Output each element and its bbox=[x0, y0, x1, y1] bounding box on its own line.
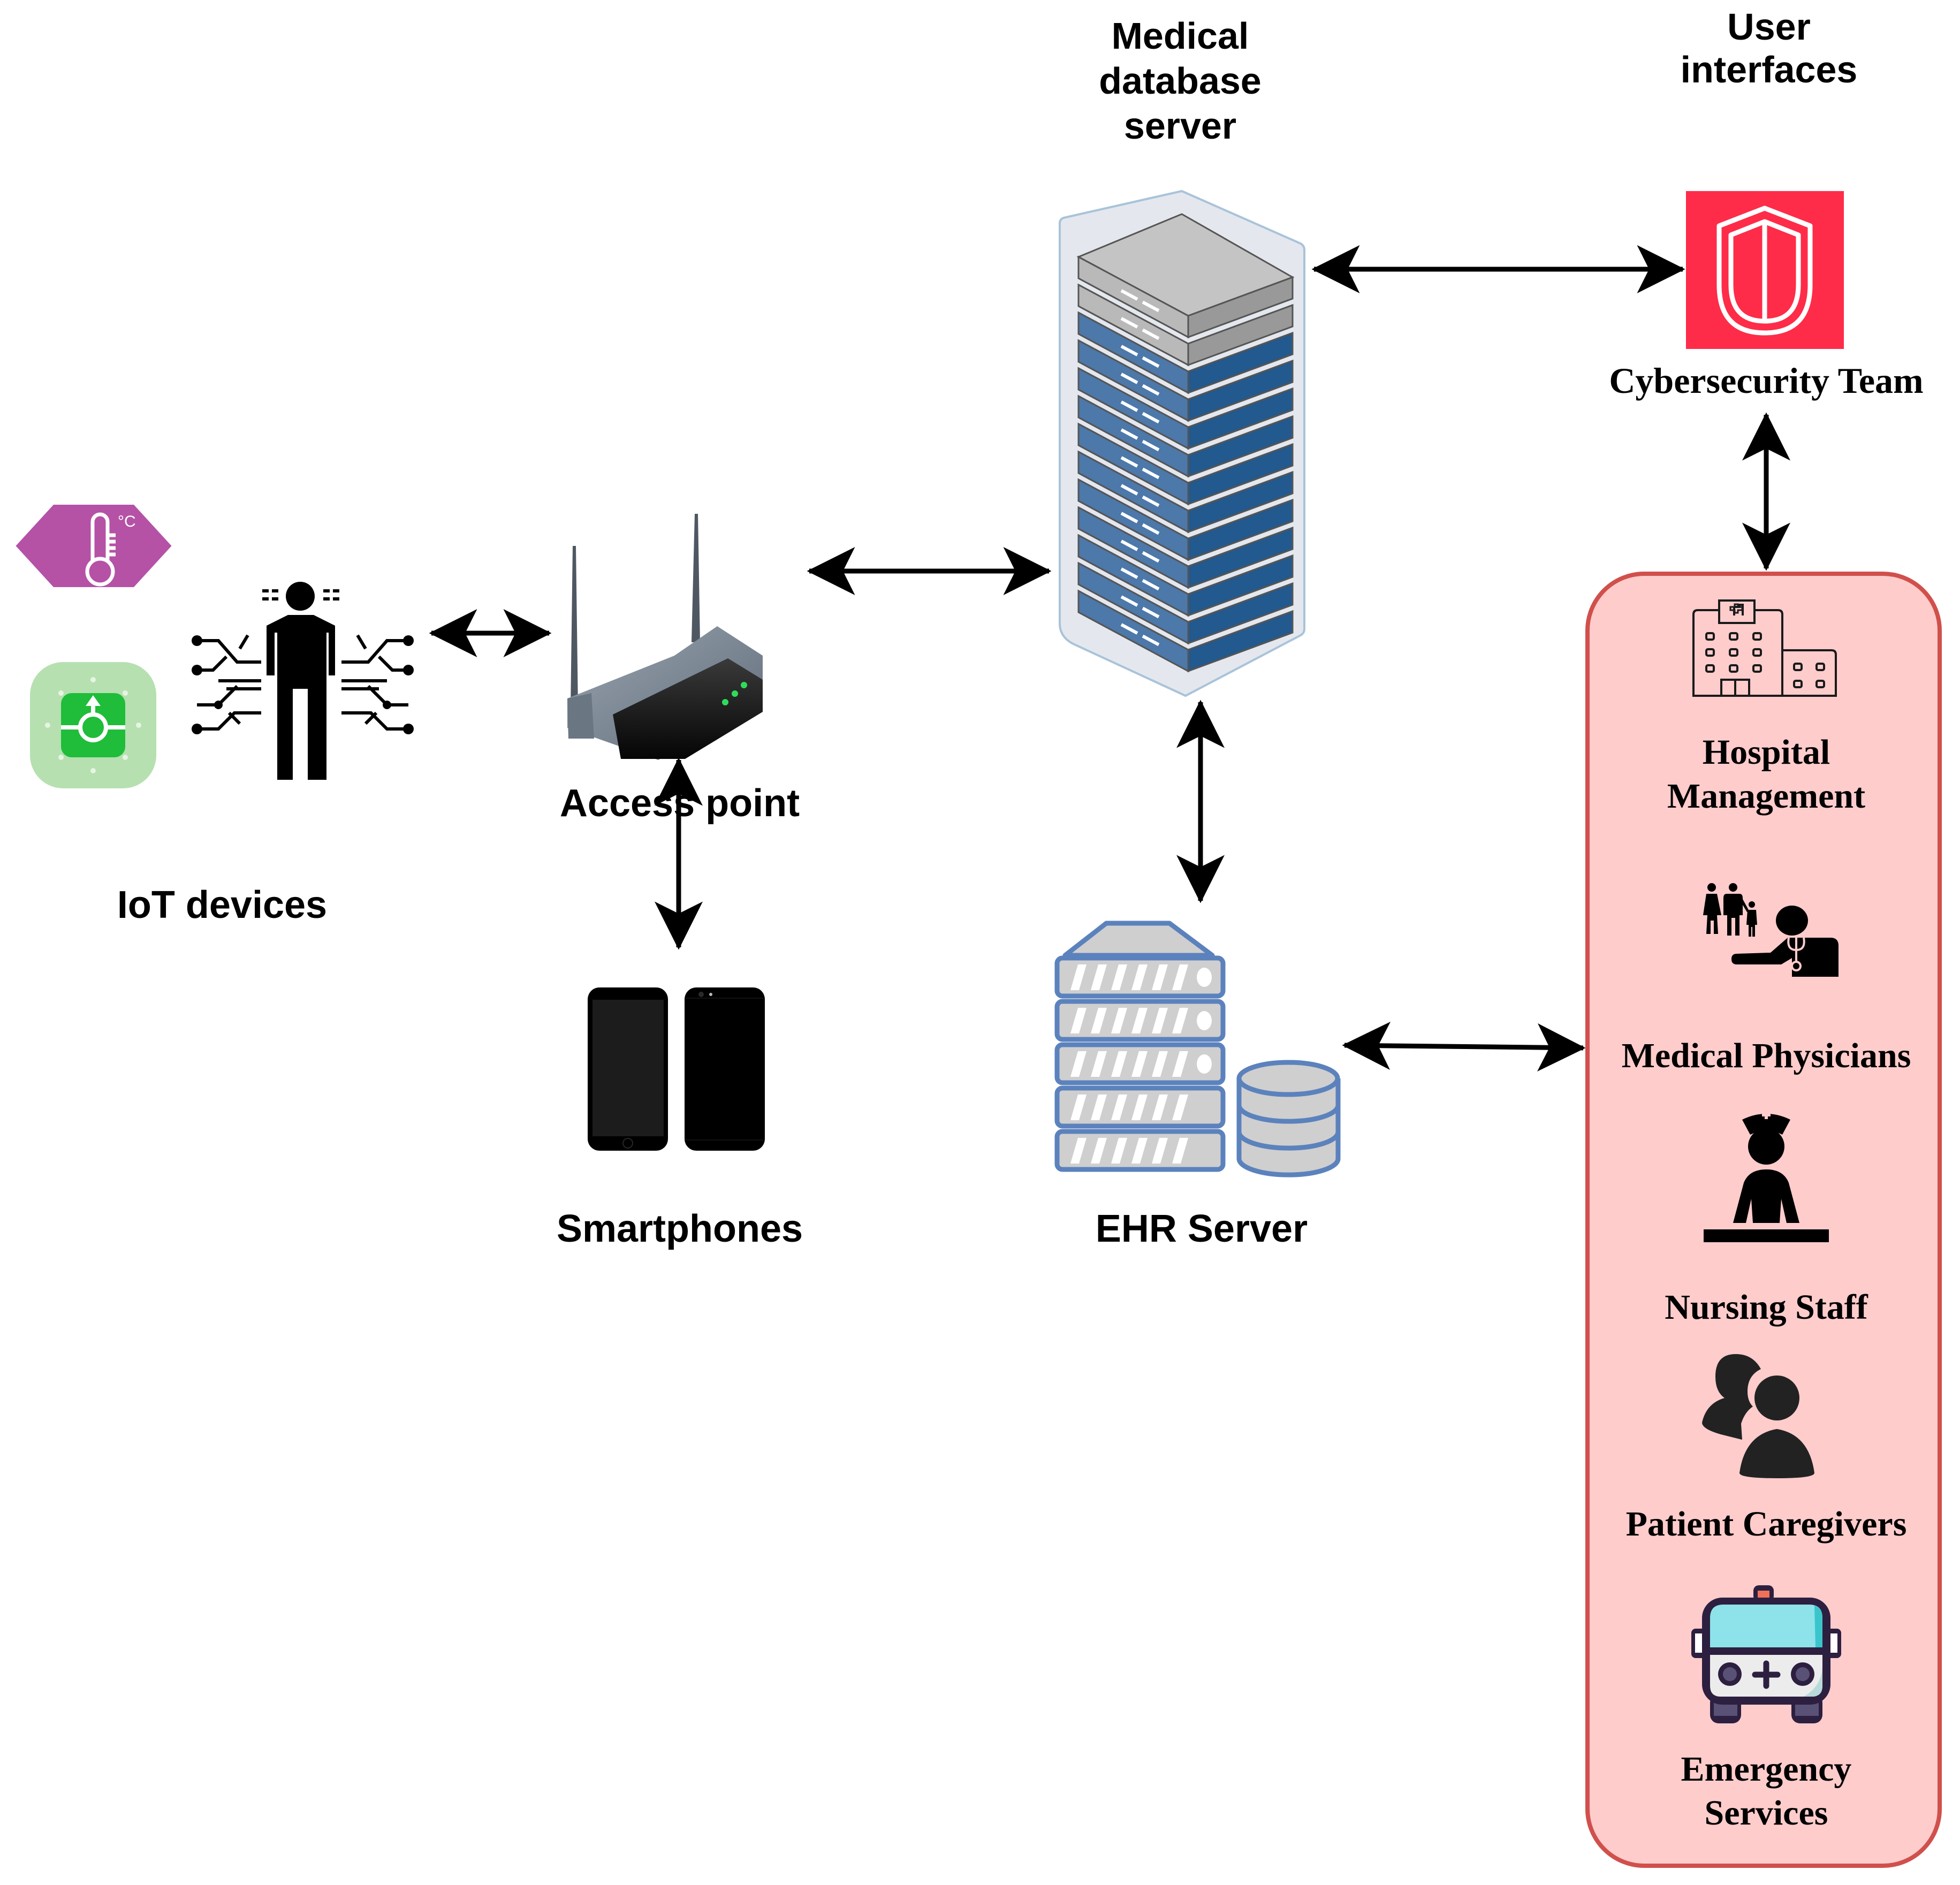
ui-item-nursing-staff[interactable]: Nursing Staff bbox=[1616, 1108, 1916, 1343]
server-unit-blue bbox=[1077, 589, 1294, 673]
arrow-ehr-userpanel bbox=[1342, 1021, 1586, 1072]
ui-item-medical-physicians[interactable]: Medical Physicians bbox=[1616, 883, 1916, 1086]
server-unit-blue bbox=[1077, 561, 1294, 645]
db-server-label: Medical database server bbox=[1044, 13, 1317, 148]
emergency-services-label-line-2: Services bbox=[1704, 1793, 1828, 1833]
server-unit-blue bbox=[1077, 367, 1294, 450]
server-unit-blue bbox=[1077, 394, 1294, 478]
smartphones-icon bbox=[588, 987, 765, 1151]
cybersecurity-node[interactable] bbox=[1686, 191, 1844, 349]
ehr-server-unit bbox=[1054, 1042, 1226, 1085]
ui-item-emergency-services[interactable]: Emergency Services bbox=[1638, 1584, 1895, 1863]
db-server-node[interactable] bbox=[1057, 189, 1314, 698]
access-point-node[interactable] bbox=[551, 503, 808, 760]
db-server-label-line-3: server bbox=[1123, 105, 1237, 147]
ehr-server-icon bbox=[1054, 921, 1341, 1177]
medical-physicians-label: Medical Physicians bbox=[1621, 1036, 1911, 1075]
db-server-label-line-2: database bbox=[1099, 60, 1262, 102]
ehr-server-node[interactable] bbox=[1054, 902, 1349, 1191]
nursing-staff-label: Nursing Staff bbox=[1665, 1288, 1868, 1327]
nurse-icon bbox=[1704, 1111, 1829, 1242]
hospital-management-label: Hospital Management bbox=[1606, 731, 1927, 818]
smartphones-node[interactable] bbox=[586, 985, 773, 1156]
ui-item-patient-caregivers[interactable]: Patient Caregivers bbox=[1616, 1354, 1916, 1579]
server-unit-grey bbox=[1077, 283, 1294, 367]
server-unit-blue bbox=[1077, 311, 1294, 394]
patient-caregivers-label: Patient Caregivers bbox=[1625, 1504, 1907, 1544]
ambulance-icon bbox=[1691, 1585, 1841, 1723]
doctor-with-family-icon bbox=[1703, 883, 1839, 977]
smartphones-label: Smartphones bbox=[556, 1207, 803, 1250]
ehr-server-unit bbox=[1054, 1085, 1226, 1129]
server-unit-blue bbox=[1077, 506, 1294, 589]
wireless-router-icon bbox=[567, 514, 763, 760]
svg-text:°C: °C bbox=[118, 513, 136, 530]
sensor-device-icon bbox=[30, 662, 156, 788]
thermometer-icon: °C bbox=[16, 505, 172, 587]
iot-devices-label: IoT devices bbox=[117, 884, 328, 926]
db-server-label-line-1: Medical bbox=[1111, 15, 1249, 57]
iot-devices-group[interactable]: °C bbox=[11, 503, 428, 835]
server-unit-blue bbox=[1077, 422, 1294, 506]
server-unit-blue bbox=[1077, 478, 1294, 561]
user-interfaces-label-line-2: interfaces bbox=[1680, 49, 1858, 90]
ehr-server-label: EHR Server bbox=[1095, 1207, 1308, 1250]
ehr-server-unit bbox=[1054, 1129, 1226, 1172]
emergency-services-label-line-1: Emergency bbox=[1681, 1750, 1852, 1789]
server-unit-blue bbox=[1077, 534, 1294, 617]
user-interfaces-label-line-1: User bbox=[1727, 6, 1811, 48]
hospital-management-label-line-1: Hospital bbox=[1702, 733, 1830, 772]
emergency-services-label: Emergency Services bbox=[1606, 1747, 1927, 1835]
cybersecurity-label: Cybersecurity Team bbox=[1609, 360, 1924, 401]
user-interfaces-label: User interfaces bbox=[1632, 5, 1905, 91]
access-point-label: Access point bbox=[559, 782, 800, 825]
server-unit-grey bbox=[1076, 213, 1295, 339]
server-rack-icon bbox=[1059, 189, 1305, 697]
hospital-building-icon bbox=[1692, 599, 1837, 697]
ehr-server-unit bbox=[1054, 955, 1226, 999]
hospital-management-label-line-2: Management bbox=[1667, 777, 1866, 816]
connected-person-icon bbox=[192, 582, 414, 780]
two-people-icon bbox=[1702, 1354, 1814, 1478]
ui-item-hospital-management[interactable]: Hospital Management bbox=[1638, 589, 1895, 846]
ehr-server-unit bbox=[1054, 999, 1226, 1042]
server-unit-blue bbox=[1077, 450, 1294, 534]
server-unit-blue bbox=[1077, 339, 1294, 422]
shield-icon bbox=[1716, 206, 1813, 336]
